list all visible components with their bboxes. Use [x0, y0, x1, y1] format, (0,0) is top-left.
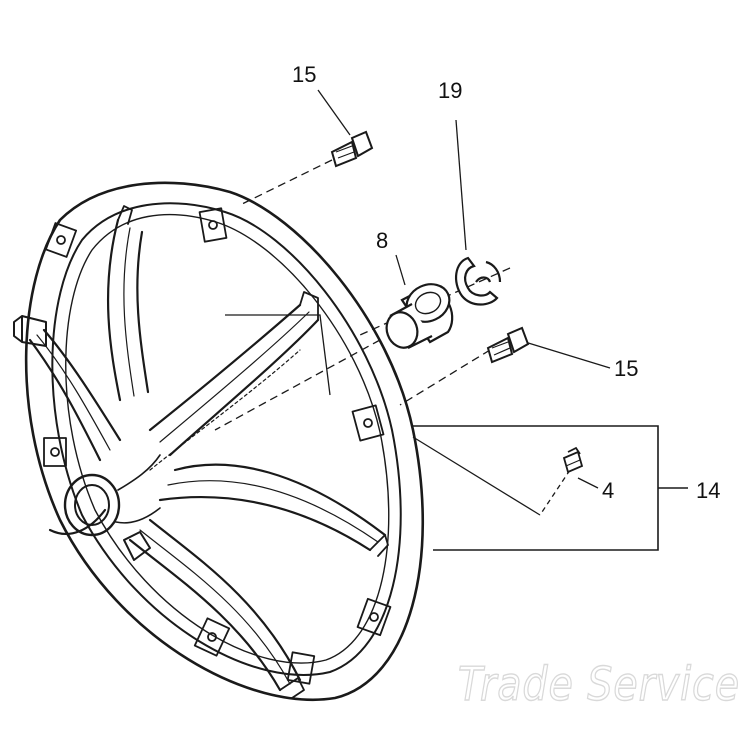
callout-15-top: 15	[292, 62, 316, 87]
assembly-bracket	[413, 425, 688, 551]
callout-4: 4	[602, 478, 614, 503]
callout-19: 19	[438, 78, 462, 103]
wheel-outer-rim	[24, 181, 424, 701]
screw-part-15-right	[486, 326, 530, 364]
callout-8: 8	[376, 228, 388, 253]
rim-mounting-tabs	[43, 207, 392, 685]
wheel-hub	[63, 454, 161, 537]
spider-wheel	[13, 181, 424, 701]
watermark: Trade Service	[458, 657, 740, 711]
wheel-spokes	[28, 218, 387, 692]
bushing-part-8	[385, 283, 454, 349]
screw-part-15-top	[330, 130, 374, 168]
e-clip-part-19	[454, 256, 502, 306]
lower-lug	[123, 531, 151, 561]
fitting-part-4	[562, 446, 584, 474]
wheel-inner-rim	[51, 202, 402, 676]
callout-15-right: 15	[614, 356, 638, 381]
callout-14: 14	[696, 478, 720, 503]
